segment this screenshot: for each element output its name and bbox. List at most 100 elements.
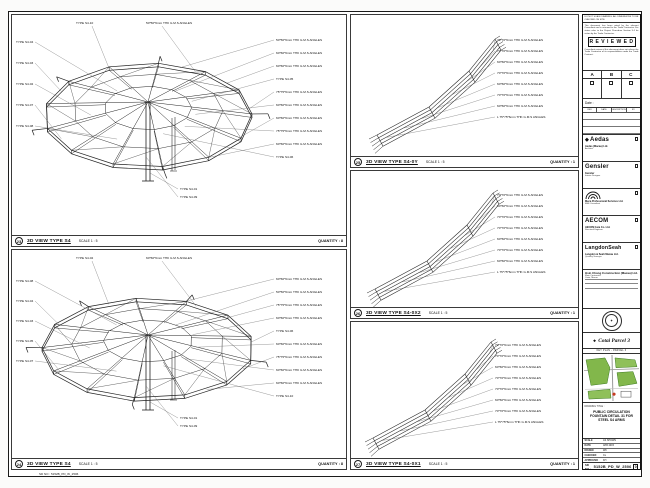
- reviewed-outro-text: Consultant review of this document does …: [584, 48, 639, 57]
- status-cell-c: [622, 79, 640, 98]
- annotation-label: TYPE S4-01: [180, 416, 197, 420]
- company-seal-stamp: ✦: [601, 310, 622, 331]
- checkbox-icon: [609, 81, 614, 85]
- annotation-label: 60*60*6mm THK G.M.S ANGLES: [276, 277, 322, 281]
- aedas-logo: ◆ Aedas: [585, 136, 610, 143]
- status-cell-b: [602, 79, 622, 98]
- revision-badge: 0: [633, 464, 638, 470]
- arm-drawing-25: 70*70*6mm THK G.M.S ANGLES 70*70*6mm THK …: [368, 35, 546, 154]
- project-name: Cotai Parcel 3: [598, 337, 630, 344]
- view-quantity: QUANTITY : 1: [550, 462, 575, 466]
- view-panel-24: TYPE S4-02 60*60*6mm THK G.M.S ANGLES 60*6…: [11, 249, 347, 470]
- gensler-logo: Gensler: [585, 163, 609, 170]
- seal-cell: ✦: [583, 309, 640, 333]
- view-title: 3D VIEW TYPE S4-0Y: [366, 159, 418, 165]
- fields-table: SCALE AS SHOWN DATE APR 2015 DRAWN WK CH…: [583, 439, 640, 463]
- annotation-label: 60*60*6mm THK G.M.S ANGLES: [495, 365, 541, 369]
- annotation-label: 60*60*6mm THK G.M.S ANGLES: [276, 316, 322, 320]
- consultant-role: Structural Engineer: [585, 228, 603, 231]
- consultant-row-aedas: ◆ Aedas Aedas (Macau) Ltd. Architect: [583, 135, 640, 162]
- annotation-label: TYPE S4-02: [16, 82, 33, 86]
- checkbox-icon: [590, 81, 595, 85]
- view-panel-27: 70*70*6mm THK G.M.S ANGLES 70*70*6mm THK …: [350, 321, 579, 470]
- view-panel-25: 70*70*6mm THK G.M.S ANGLES 70*70*6mm THK …: [350, 14, 579, 168]
- rev-col: REV: [583, 108, 598, 112]
- annotation-label: 70*70*6mm THK G.M.S ANGLES: [495, 387, 541, 391]
- annotation-label: L 75*75*6mm THK G.M.S ANGLES: [497, 270, 546, 274]
- annotation-label: 70*70*6mm THK G.M.S ANGLES: [495, 354, 541, 358]
- annotation-label: 60*60*6mm THK G.M.S ANGLES: [497, 82, 543, 86]
- view-title: 3D VIEW TYPE S4-0X1: [366, 461, 421, 467]
- view-title-strip: 23 3D VIEW TYPE S4 SCALE 1 : 5 QUANTITY …: [12, 235, 346, 246]
- annotation-label: 70*70*6mm THK G.M.S ANGLES: [497, 248, 543, 252]
- arm-drawing-26: 70*70*6mm THK G.M.S ANGLES 60*60*6mm THK …: [366, 189, 546, 307]
- annotation-label: TYPE S4-10: [76, 21, 93, 25]
- consultant-role: M&E Consultant: [585, 202, 601, 205]
- consultant-name: Gensler: [585, 171, 595, 175]
- keyplan-label: KEY PLAN - PARCEL 3: [583, 349, 640, 354]
- rev-col: DATE: [597, 108, 612, 112]
- consultant-role: Interior Designer: [585, 174, 601, 177]
- annotation-label: 60*60*6mm THK G.M.S ANGLES: [497, 60, 543, 64]
- annotation-label: TYPE S4-02: [76, 256, 93, 260]
- annotation-label: TYPE S4-07: [16, 359, 33, 363]
- annotation-label: TYPE S4-03: [16, 319, 33, 323]
- consultant-row-meca: Meca Professional Services Ltd. M&E Cons…: [583, 189, 640, 216]
- consultant-row-aecom: AECOM AECOM Asia Co. Ltd. Structural Eng…: [583, 216, 640, 243]
- consultant-name: Aedas (Macau) Ltd.: [585, 144, 608, 148]
- annotation-label: 70*70*6mm THK G.M.S ANGLES: [497, 49, 543, 53]
- reviewed-stamp: R E V I E W E D: [587, 37, 636, 47]
- contractor-role: Main Contractor: [585, 274, 601, 277]
- revision-row: [583, 127, 640, 134]
- annotation-label: 70*70*6mm THK G.M.S ANGLES: [495, 343, 541, 347]
- reviewed-intro-text: This document has been noted by the rele…: [584, 24, 639, 35]
- consultant-role: Quantity Surveyor: [585, 255, 602, 258]
- annotation-label: 60*60*6mm THK G.M.S ANGLES: [276, 51, 322, 55]
- title-block: DO NOT SCALE DRAWING. ALL DIMENSIONS TO …: [582, 14, 641, 471]
- annotation-label: L 75*75*6mm THK G.M.S ANGLES: [497, 115, 546, 119]
- keyplan-cell: [583, 354, 640, 403]
- view-title-strip: 26 3D VIEW TYPE S4-0X2 SCALE 1 : 5 QUANT…: [351, 307, 578, 318]
- arcs-logo-icon: [585, 191, 601, 199]
- contractor-name: Hsin Chong Construction (Macau) Ltd.: [585, 270, 638, 275]
- annotation-label: 60*60*6mm THK G.M.S ANGLES: [497, 104, 543, 108]
- view-title: 3D VIEW TYPE S4: [27, 461, 71, 467]
- consultant-role: Architect: [585, 147, 594, 150]
- annotation-label: 60*60*6mm THK G.M.S ANGLES: [276, 64, 322, 68]
- annotation-label: 50*50*6mm THK G.M.S ANGLES: [146, 21, 192, 25]
- field-row-approved: APPROVED KH: [584, 458, 607, 462]
- field-row-scale: SCALE AS SHOWN: [583, 439, 640, 444]
- consultant-name: Meca Professional Services Ltd.: [585, 199, 624, 203]
- arm-drawing-27: 70*70*6mm THK G.M.S ANGLES 70*70*6mm THK …: [364, 338, 544, 457]
- status-col-a: A: [583, 71, 603, 78]
- seal-inner-ring: ✦: [605, 314, 618, 327]
- field-row-date: DATE APR 2015: [583, 444, 640, 449]
- detail-bubble: 26: [354, 309, 362, 317]
- date-row: Date :: [583, 99, 640, 108]
- consultant-name: AECOM Asia Co. Ltd.: [585, 225, 611, 229]
- annotation-label: 70*70*6mm THK G.M.S ANGLES: [497, 38, 543, 42]
- annotation-label: TYPE S4-06: [276, 329, 293, 333]
- key-plan-map: [583, 354, 640, 402]
- annotation-label: TYPE S4-08: [16, 124, 33, 128]
- checkbox-icon: [634, 245, 638, 249]
- annotation-label: 60*60*6mm THK G.M.S ANGLES: [497, 259, 543, 263]
- view-title-strip: 25 3D VIEW TYPE S4-0Y SCALE 1 : 5 QUANTI…: [351, 156, 578, 167]
- annotation-label: 60*60*6mm THK G.M.S ANGLES: [276, 381, 322, 385]
- contractor-rule: [585, 287, 638, 293]
- view-scale: SCALE 1 : 5: [78, 239, 98, 243]
- project-banner: ❖ Cotai Parcel 3: [583, 333, 640, 349]
- detail-bubble: 27: [354, 460, 362, 468]
- annotation-label: TYPE S4-08: [16, 279, 33, 283]
- view-title: 3D VIEW TYPE S4-0X2: [366, 310, 421, 316]
- annotation-label: TYPE S4-03: [16, 61, 33, 65]
- view-title-strip: 27 3D VIEW TYPE S4-0X1 SCALE 1 : 5 QUANT…: [351, 458, 578, 469]
- view-quantity: QUANTITY : 1: [550, 311, 575, 315]
- annotation-label: 60*60*6mm THK G.M.S ANGLES: [276, 342, 322, 346]
- annotation-label: TYPE S4-01: [180, 187, 197, 191]
- annotation-label: L 75*75*6mm THK G.M.S ANGLES: [495, 420, 544, 424]
- annotation-label: TYPE S4-04: [16, 40, 33, 44]
